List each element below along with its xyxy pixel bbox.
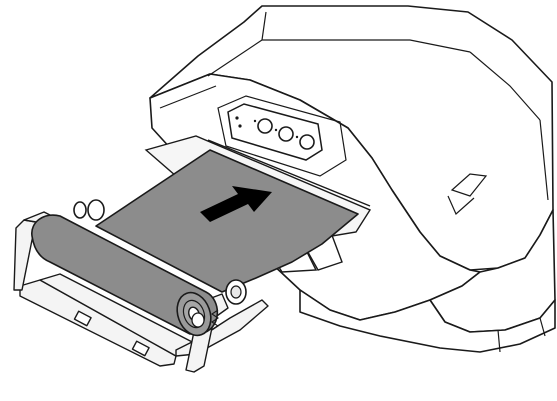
holder-slot xyxy=(131,340,150,357)
indicator-light-1 xyxy=(235,116,239,120)
control-button-icon[interactable] xyxy=(278,126,294,142)
spindle-knob-left xyxy=(87,199,105,221)
holder-slot xyxy=(73,310,92,327)
control-panel xyxy=(217,95,347,177)
paper-roll xyxy=(31,199,247,337)
printer-base xyxy=(299,289,556,353)
control-panel-plate xyxy=(227,103,323,161)
control-button-icon[interactable] xyxy=(299,134,315,150)
insert-direction-arrow-icon xyxy=(200,186,272,222)
holder-spring xyxy=(211,309,219,331)
indicator-light-2 xyxy=(238,124,242,128)
roll-paper-sheet xyxy=(95,149,359,293)
control-button-icon[interactable] xyxy=(257,118,273,134)
printer-detail-lines xyxy=(159,11,549,353)
spindle-knob-left-inner xyxy=(73,201,87,219)
